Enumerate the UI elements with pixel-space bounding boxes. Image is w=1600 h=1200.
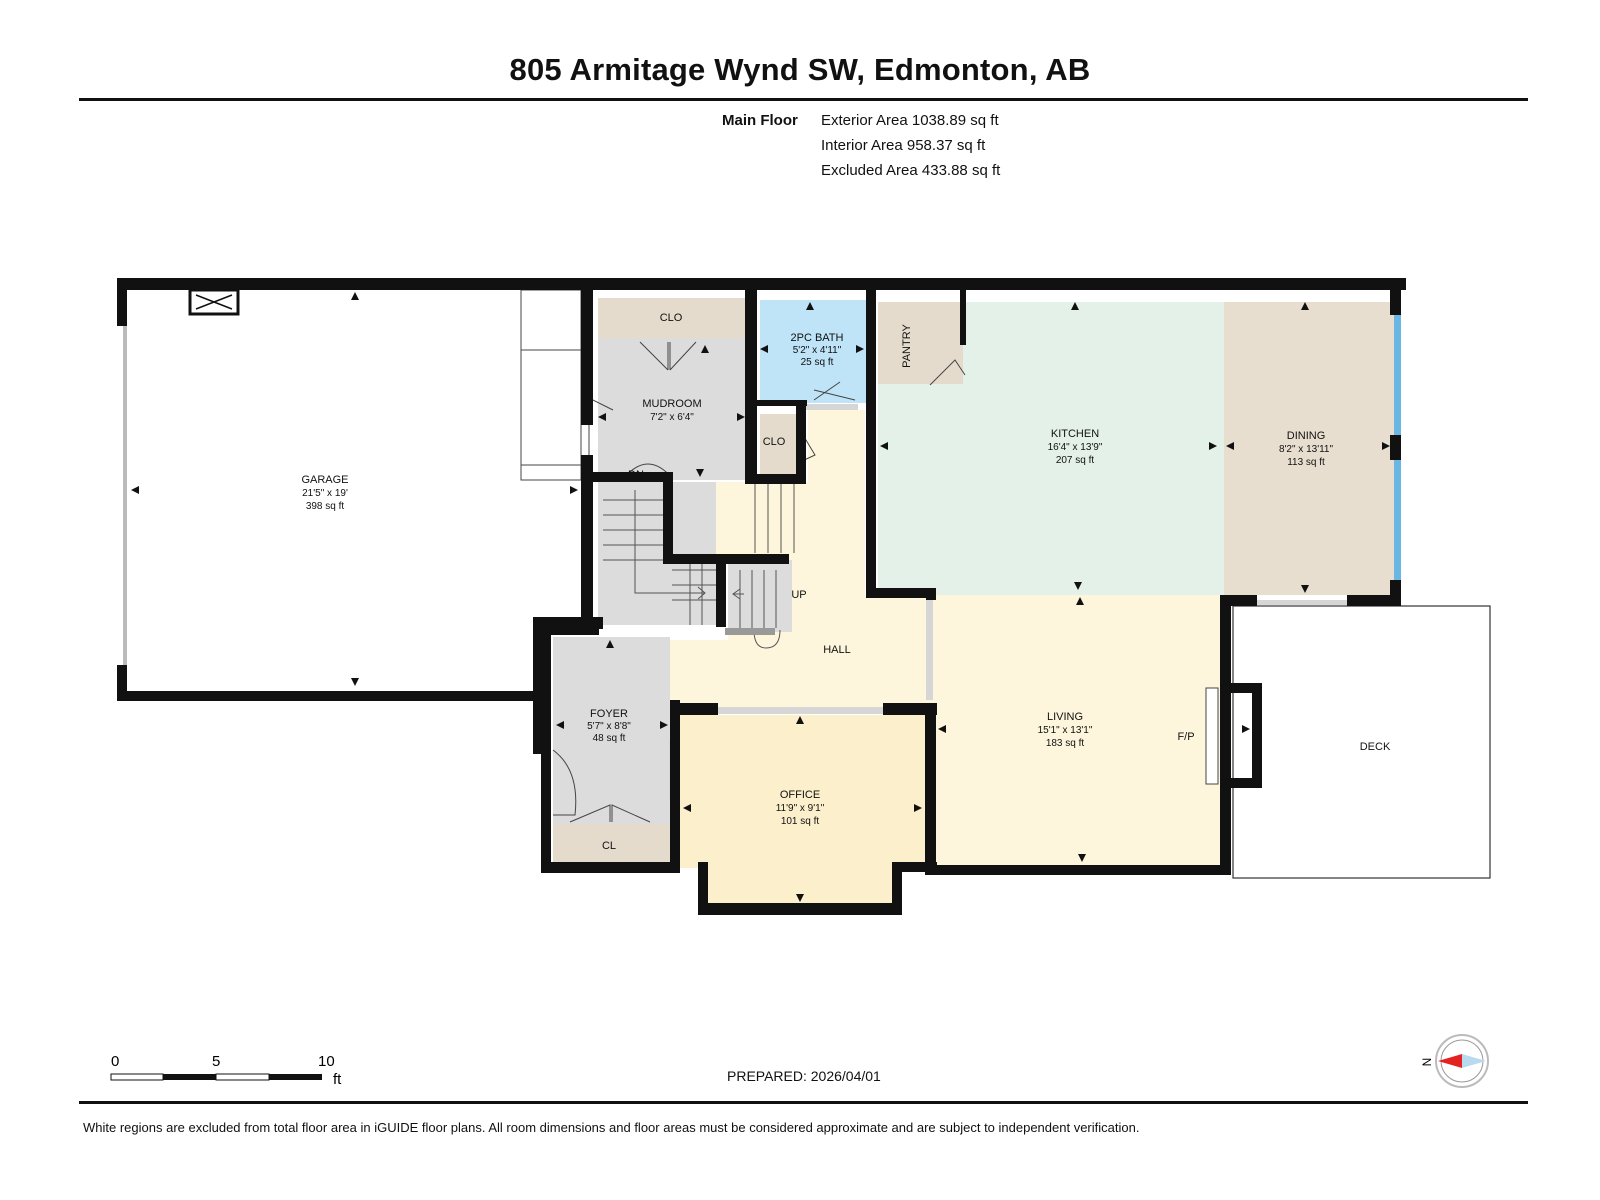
interior-area: Interior Area 958.37 sq ft — [821, 137, 986, 154]
disclaimer: White regions are excluded from total fl… — [83, 1120, 1140, 1135]
mudroom-closet-area — [598, 298, 750, 338]
fireplace-label: F/P — [1177, 731, 1194, 743]
dining-name: DINING — [1287, 430, 1326, 442]
dining-area-text: 113 sq ft — [1287, 457, 1325, 468]
foyer-area — [553, 637, 670, 824]
prepared-date: PREPARED: 2026/04/01 — [727, 1068, 881, 1084]
kitchen-area-text: 207 sq ft — [1056, 455, 1095, 466]
foyer-dims: 5'7" x 8'8" — [587, 721, 631, 732]
kitchen-name: KITCHEN — [1051, 428, 1099, 440]
office-dims: 11'9" x 9'1" — [776, 803, 825, 814]
scale-tick-0: 0 — [111, 1053, 119, 1070]
bath-area — [760, 300, 870, 403]
deck-name: DECK — [1360, 741, 1391, 753]
hall-closet-area — [760, 414, 796, 474]
scale-tick-10: 10 — [318, 1053, 335, 1070]
foyer-closet-label: CL — [602, 840, 616, 852]
dimension-arrows — [131, 292, 1390, 902]
dining-dims: 8'2" x 13'11" — [1279, 444, 1334, 455]
mudroom-name: MUDROOM — [642, 398, 701, 410]
dining-area — [1224, 302, 1394, 595]
bath-name: 2PC BATH — [791, 332, 844, 344]
garage-dims: 21'5" x 19' — [302, 488, 348, 499]
hall-name: HALL — [823, 644, 851, 656]
mudroom-area — [598, 338, 750, 480]
excluded-area: Excluded Area 433.88 sq ft — [821, 162, 1001, 179]
mudroom-closet-label: CLO — [660, 312, 683, 324]
living-area — [935, 595, 1227, 871]
foyer-name: FOYER — [590, 708, 628, 720]
bottom-rule — [79, 1101, 1528, 1104]
garage-area — [125, 288, 583, 689]
bath-area-text: 25 sq ft — [801, 357, 834, 368]
plan-title: 805 Armitage Wynd SW, Edmonton, AB — [509, 52, 1091, 87]
pantry-label: PANTRY — [901, 324, 913, 368]
living-dims: 15'1" x 13'1" — [1038, 725, 1093, 736]
compass-north-label: N — [1420, 1058, 1434, 1067]
hall-closet-label: CLO — [763, 436, 786, 448]
scale-bar: 0 5 10 ft — [110, 1053, 342, 1088]
fireplace-hearth — [1205, 687, 1219, 785]
garage-name: GARAGE — [301, 474, 348, 486]
office-area — [680, 715, 925, 905]
stairs-down-area — [598, 482, 716, 625]
office-name: OFFICE — [780, 789, 820, 801]
exterior-area: Exterior Area 1038.89 sq ft — [821, 112, 999, 129]
bath-dims: 5'2" x 4'11" — [793, 345, 842, 356]
living-name: LIVING — [1047, 711, 1083, 723]
top-rule — [79, 98, 1528, 101]
mudroom-dims: 7'2" x 6'4" — [650, 412, 694, 423]
foyer-area-text: 48 sq ft — [593, 733, 626, 744]
stairs — [603, 482, 795, 649]
floor-label: Main Floor — [722, 112, 798, 129]
kitchen-dims: 16'4" x 13'9" — [1048, 442, 1103, 453]
office-area-text: 101 sq ft — [781, 816, 820, 827]
down-label: DN — [628, 469, 644, 481]
scale-unit: ft — [333, 1071, 342, 1088]
stairs-up-area — [728, 560, 792, 632]
scale-tick-5: 5 — [212, 1053, 220, 1070]
living-area-text: 183 sq ft — [1046, 738, 1085, 749]
up-label: UP — [791, 589, 806, 601]
walls — [117, 278, 1406, 915]
compass-icon: N — [1420, 1034, 1489, 1088]
garage-area-text: 398 sq ft — [306, 501, 345, 512]
foyer-closet-area — [553, 824, 670, 868]
